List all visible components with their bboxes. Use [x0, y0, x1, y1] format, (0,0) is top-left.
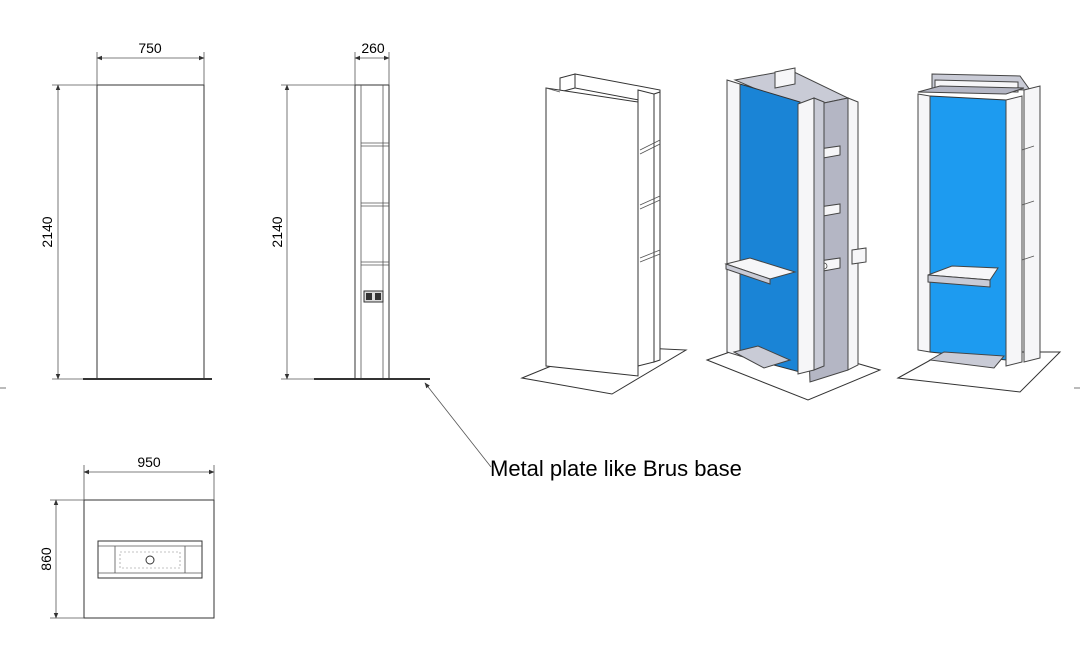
top-view: 950 860: [38, 454, 215, 619]
iso1-side-post: [637, 89, 655, 367]
top-view-hole: [145, 555, 155, 565]
isometric-view-angled: [705, 67, 882, 401]
iso2-base-tray: [732, 345, 792, 369]
iso2-blue-panel: [739, 83, 801, 373]
iso3-right-post: [1005, 95, 1023, 367]
front-view-body: [96, 84, 205, 380]
socket-icon: [363, 290, 384, 303]
iso3-left-post: [917, 93, 931, 353]
side-view-body: [354, 84, 390, 380]
iso3-blue-panel: [929, 95, 1007, 361]
iso2-right-post: [797, 97, 815, 375]
top-depth-label: 860: [38, 547, 54, 571]
side-height-label: 2140: [269, 216, 285, 247]
side-view: 260 2140: [269, 40, 430, 380]
annotation-text: Metal plate like Brus base: [490, 456, 742, 481]
front-view: 750 2140: [39, 40, 212, 380]
isometric-view-front: [896, 73, 1062, 393]
iso2-left-post: [726, 79, 741, 357]
iso3-base-tray: [928, 351, 1006, 369]
isometric-view-rear: [520, 73, 688, 395]
iso1-front-panel: [545, 87, 639, 377]
annotation-leader-line: [424, 382, 492, 468]
side-width-label: 260: [361, 40, 385, 56]
front-height-label: 2140: [39, 216, 55, 247]
top-width-label: 950: [137, 454, 161, 470]
front-width-label: 750: [138, 40, 162, 56]
iso3-rear-post: [1023, 85, 1041, 363]
